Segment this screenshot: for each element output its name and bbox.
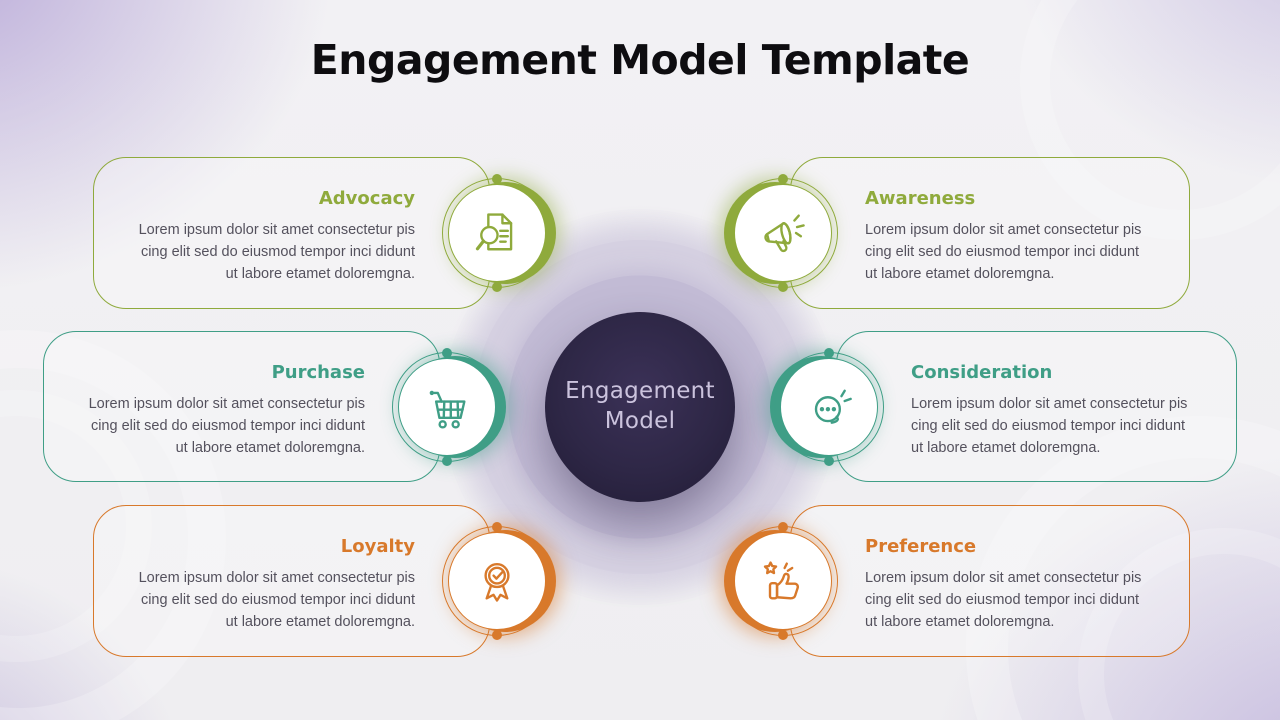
connector-dot [824,455,834,466]
card-title: Advocacy [318,188,415,209]
connector-dot [824,347,834,358]
preference-badge [724,522,840,640]
connector-dot [492,630,502,640]
purchase-badge [390,347,506,466]
card-title: Purchase [271,362,365,383]
medal-icon [484,563,510,602]
card-body: Lorem ipsum dolor sit amet consectetur p… [138,222,415,282]
connector-dot [778,174,788,184]
advocacy-badge [440,174,556,292]
connector-dot [778,630,788,640]
awareness-badge [724,174,840,292]
shopping-cart-icon [429,390,466,429]
connector-dot [492,522,502,532]
megaphone-icon [764,214,805,253]
speech-bubble-icon [814,389,852,424]
card-consideration: Consideration Lorem ipsum dolor sit amet… [770,331,1237,482]
connector-dot [492,282,502,292]
card-title: Loyalty [340,536,415,557]
card-preference: Preference Lorem ipsum dolor sit amet co… [724,505,1190,657]
hub-label: Engagement Model [565,378,715,434]
card-title: Consideration [911,362,1053,383]
card-title: Preference [865,536,977,557]
card-advocacy: Advocacy Lorem ipsum dolor sit amet cons… [93,157,556,309]
thumbs-up-icon [763,561,799,600]
connector-dot [492,174,502,184]
connector-dot [778,522,788,532]
hub-core-circle: Engagement Model [545,312,735,502]
connector-dot [778,282,788,292]
card-body: Lorem ipsum dolor sit amet consectetur p… [88,396,365,456]
card-loyalty: Loyalty Lorem ipsum dolor sit amet conse… [93,505,556,657]
document-search-icon [475,213,513,251]
card-body: Lorem ipsum dolor sit amet consectetur p… [138,570,415,630]
loyalty-badge [440,522,556,640]
card-title: Awareness [865,188,976,209]
card-awareness: Awareness Lorem ipsum dolor sit amet con… [724,157,1190,309]
consideration-badge [770,347,886,466]
page-title: Engagement Model Template [310,36,970,84]
card-body: Lorem ipsum dolor sit amet consectetur p… [865,570,1142,630]
card-body: Lorem ipsum dolor sit amet consectetur p… [865,222,1142,282]
connector-dot [442,455,452,466]
connector-dot [442,347,452,358]
card-body: Lorem ipsum dolor sit amet consectetur p… [911,396,1188,456]
card-purchase: Purchase Lorem ipsum dolor sit amet cons… [43,331,506,482]
